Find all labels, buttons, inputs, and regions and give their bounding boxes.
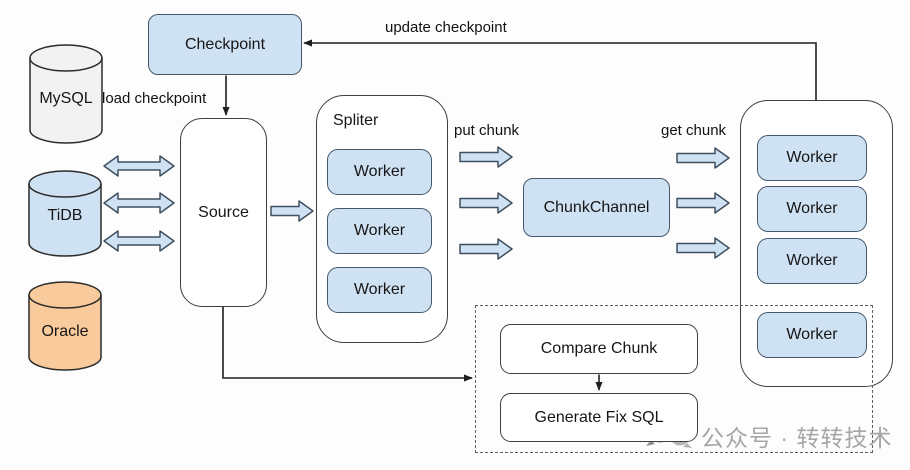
checkpoint-label: Checkpoint [184,35,266,53]
update-checkpoint-label: update checkpoint [385,19,507,36]
generate-fix-sql-box: Generate Fix SQL [500,393,698,442]
spliter-worker: Worker [327,149,432,195]
oracle-cylinder [28,281,102,371]
load-checkpoint-label: load checkpoint [102,90,207,107]
pool-worker: Worker [757,135,867,181]
tidb-label: TiDB [47,207,83,224]
tidb-source-arrow [103,230,175,252]
tidb-source-arrow [103,192,175,214]
get-chunk-arrow [676,147,730,169]
oracle-label: Oracle [41,323,89,340]
source-box: Source [180,118,267,307]
compare-chunk-box: Compare Chunk [500,324,698,374]
spliter-worker: Worker [327,267,432,313]
update-checkpoint-line [303,39,817,100]
worker-label: Worker [353,222,406,239]
worker-label: Worker [353,281,406,298]
spliter-title: Spliter [333,112,379,129]
put-chunk-arrow [459,192,513,214]
worker-label: Worker [786,200,838,217]
worker-label: Worker [786,326,838,343]
mysql-label: MySQL [39,90,93,107]
diff-dashed-region [475,305,873,453]
generate-fix-sql-label: Generate Fix SQL [534,408,664,426]
chunk-channel-label: ChunkChannel [543,198,650,216]
get-chunk-arrow [676,237,730,259]
pool-worker: Worker [757,312,867,358]
chunk-channel-box: ChunkChannel [523,178,670,237]
get-chunk-arrow [676,192,730,214]
compare-chunk-label: Compare Chunk [540,340,658,357]
tidb-source-arrow [103,155,175,177]
checkpoint-box: Checkpoint [148,14,302,75]
put-chunk-label: put chunk [454,122,520,139]
worker-label: Worker [353,163,406,180]
worker-label: Worker [786,252,838,269]
watermark-text: 公众号 · 转转技术 [701,425,893,451]
pool-worker: Worker [757,186,867,232]
worker-label: Worker [786,149,838,166]
spliter-worker: Worker [327,208,432,254]
put-chunk-arrow [459,146,513,168]
get-chunk-label: get chunk [661,122,727,139]
mysql-cylinder [29,44,103,144]
source-label: Source [198,203,249,221]
source-spliter-arrow [270,200,314,222]
tidb-cylinder [28,170,102,257]
put-chunk-arrow [459,238,513,260]
pool-worker: Worker [757,238,867,284]
source-to-diff-line [222,307,473,382]
